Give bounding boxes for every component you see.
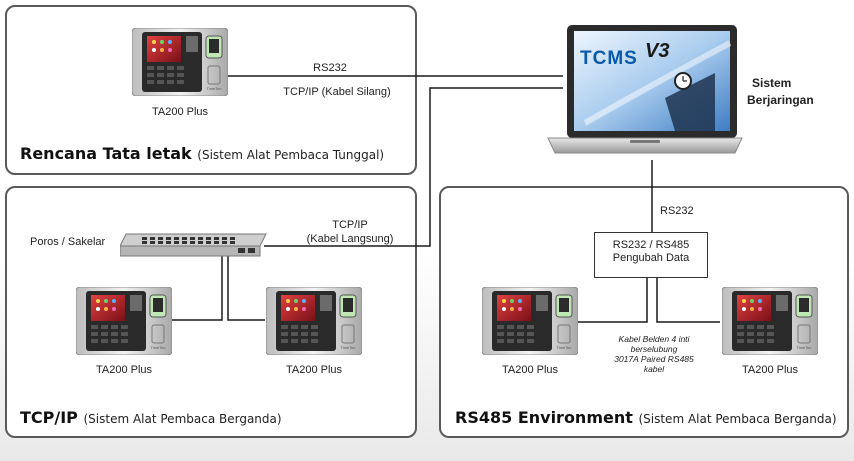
- device-label-tcp-2: TA200 Plus: [285, 364, 343, 376]
- laptop-icon: [547, 25, 743, 154]
- link-label-tcpip: TCP/IP: [332, 219, 368, 231]
- converter-line1: RS232 / RS485: [612, 239, 690, 251]
- panel-title-tcpip-sub: (Sistem Alat Pembaca Berganda): [83, 412, 282, 426]
- laptop-logo-v3: V3: [645, 40, 670, 62]
- link-label-rs232: RS232: [313, 62, 347, 74]
- cable-note: Kabel Belden 4 inti berselubung 3017A Pa…: [606, 334, 702, 374]
- cable-note-line3: 3017A Paired RS485: [614, 354, 694, 364]
- panel-title-rs485-sub: (Sistem Alat Pembaca Berganda): [638, 412, 837, 426]
- link-label-tcp-straight: (Kabel Langsung): [306, 233, 394, 245]
- link-label-tcp-crossover: TCP/IP (Kabel Silang): [283, 86, 391, 98]
- ta200-device-rs485-2: [722, 287, 818, 355]
- line-converter-to-reader4: [656, 278, 720, 323]
- rs232-rs485-converter: RS232 / RS485 Pengubah Data: [594, 232, 708, 278]
- panel-title-rs485: RS485 Environment (Sistem Alat Pembaca B…: [455, 408, 837, 427]
- ta200-device-tcp-1: [76, 287, 172, 355]
- panel-title-single: Rencana Tata letak (Sistem Alat Pembaca …: [20, 144, 384, 163]
- line-switch-to-reader1: [172, 255, 223, 321]
- line-switch-to-reader2: [227, 255, 265, 321]
- cable-note-line2: berselubung: [630, 344, 678, 354]
- device-label-single: TA200 Plus: [151, 106, 209, 118]
- cable-note-line1: Kabel Belden 4 inti: [618, 334, 690, 344]
- laptop-logo-left: TCMS: [580, 48, 638, 69]
- panel-title-single-main: Rencana Tata letak: [20, 144, 192, 163]
- ta200-device-tcp-2: [266, 287, 362, 355]
- device-label-rs485-1: TA200 Plus: [501, 364, 559, 376]
- panel-title-rs485-main: RS485 Environment: [455, 408, 633, 427]
- ta200-device-single: [132, 28, 228, 96]
- panel-title-tcpip-main: TCP/IP: [20, 408, 78, 427]
- panel-title-single-sub: (Sistem Alat Pembaca Tunggal): [197, 148, 385, 162]
- laptop-caption-line1: Sistem: [752, 76, 792, 90]
- converter-line2: Pengubah Data: [612, 252, 690, 264]
- panel-title-tcpip: TCP/IP (Sistem Alat Pembaca Berganda): [20, 408, 282, 427]
- ta200-device-rs485-1: [482, 287, 578, 355]
- link-label-rs232-laptop: RS232: [660, 205, 694, 217]
- laptop-caption-line2: Berjaringan: [747, 93, 814, 107]
- switch-label: Poros / Sakelar: [30, 236, 106, 248]
- device-label-tcp-1: TA200 Plus: [95, 364, 153, 376]
- line-converter-to-reader3: [578, 278, 648, 323]
- line-tcp-straight: [264, 87, 563, 247]
- network-switch-icon: [120, 233, 267, 257]
- device-label-rs485-2: TA200 Plus: [741, 364, 799, 376]
- cable-note-line4: kabel: [643, 364, 665, 374]
